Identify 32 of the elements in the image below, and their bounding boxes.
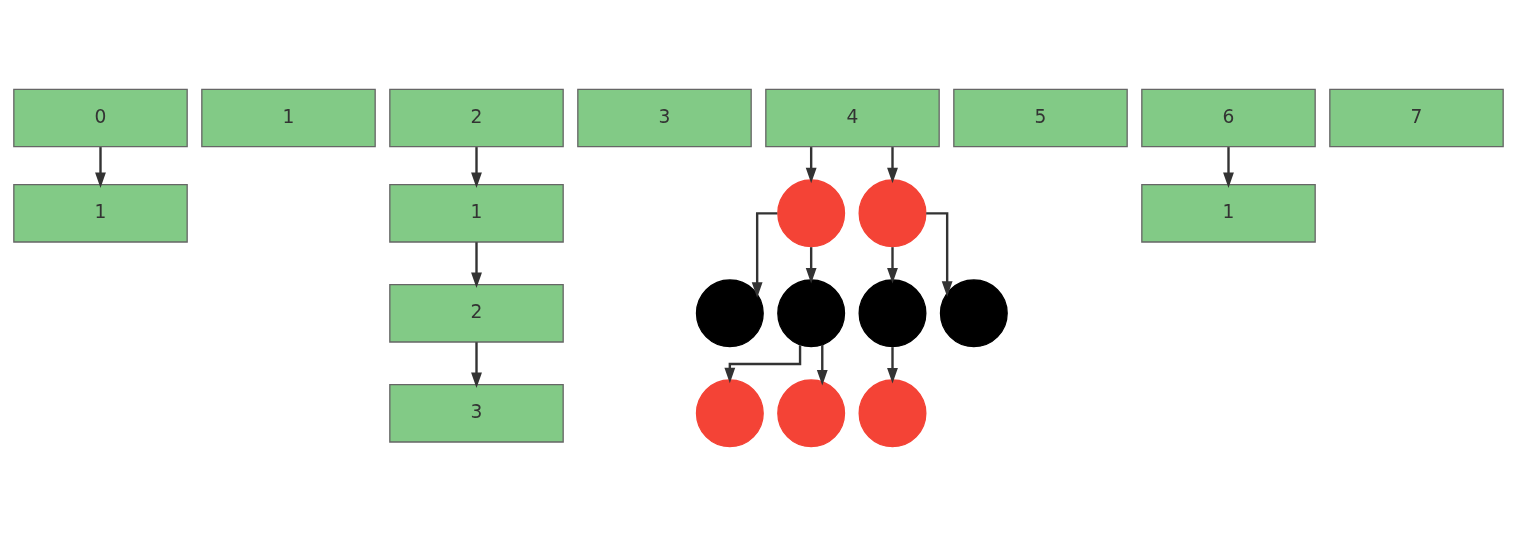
node-box: 6 xyxy=(1141,88,1316,148)
node-box: 4 xyxy=(765,88,940,148)
node-box: 1 xyxy=(1141,184,1316,243)
arrow xyxy=(471,242,482,289)
node-box: 1 xyxy=(13,184,188,243)
node-circle xyxy=(858,279,927,348)
arrow xyxy=(1223,147,1234,189)
arrow xyxy=(887,347,898,384)
node-box: 5 xyxy=(953,88,1128,148)
arrow xyxy=(805,247,817,284)
node-box: 1 xyxy=(201,88,376,148)
node-circle xyxy=(858,179,927,248)
arrow xyxy=(805,147,817,184)
arrow xyxy=(95,147,106,189)
node-circle xyxy=(858,379,927,448)
node-circle xyxy=(695,379,764,448)
node-circle xyxy=(777,179,846,248)
node-box: 2 xyxy=(389,284,564,343)
node-box: 3 xyxy=(577,88,752,148)
node-box: 3 xyxy=(389,384,564,443)
node-box: 2 xyxy=(389,88,564,148)
node-circle xyxy=(777,279,846,348)
arrow xyxy=(887,247,898,284)
node-box: 7 xyxy=(1329,88,1504,148)
arrow xyxy=(724,345,802,384)
arrow xyxy=(887,147,898,184)
arrow xyxy=(816,344,828,386)
arrow xyxy=(471,147,482,189)
arrow xyxy=(471,342,482,389)
node-box: 1 xyxy=(389,184,564,243)
node-circle xyxy=(777,379,846,448)
node-box: 0 xyxy=(13,88,188,148)
